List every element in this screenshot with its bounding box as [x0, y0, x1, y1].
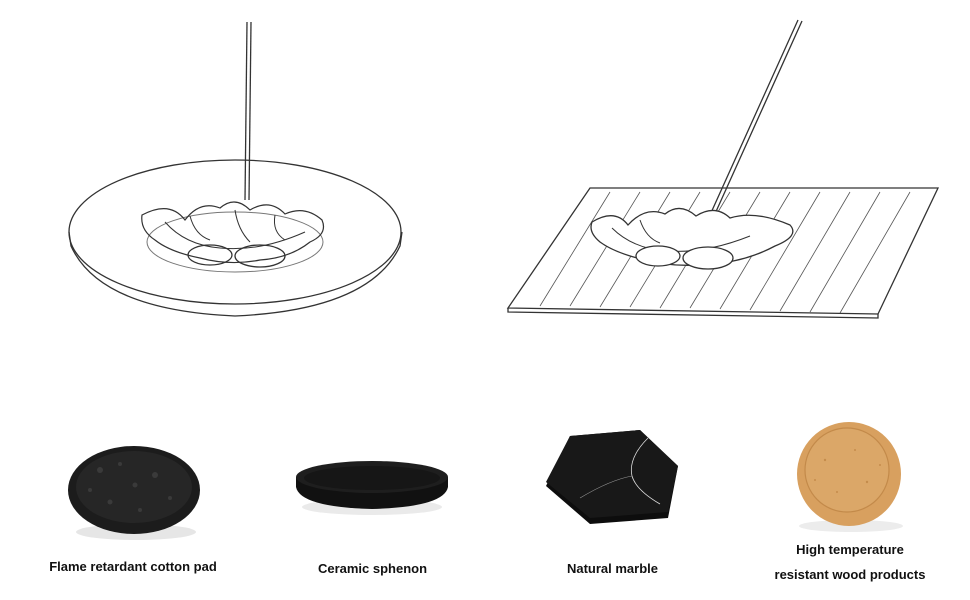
cotton-pad-image	[68, 446, 200, 540]
product-label-wood-line1: High temperature	[796, 542, 904, 557]
product-label-marble: Natural marble	[566, 561, 659, 576]
product-label-wood-line2: resistant wood products	[774, 567, 926, 582]
ceramic-plate-image	[296, 461, 448, 515]
marble-hexagon-image	[546, 430, 678, 524]
product-label-ceramic: Ceramic sphenon	[317, 561, 428, 576]
incense-on-plate-illustration	[68, 21, 403, 317]
product-label-cotton-pad: Flame retardant cotton pad	[49, 559, 217, 574]
incense-on-mat-illustration	[506, 19, 940, 319]
wood-coaster-image	[797, 422, 903, 532]
